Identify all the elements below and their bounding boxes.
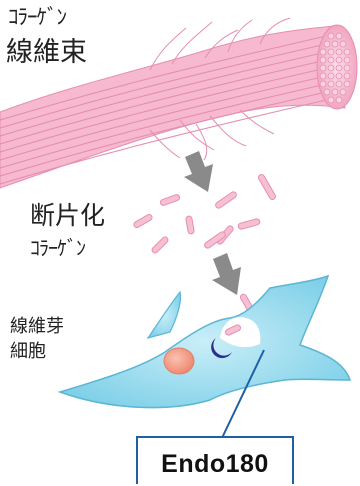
down-arrow-1 <box>184 151 213 192</box>
collagen-bundle-label-line1: ｺﾗｰｹﾞﾝ <box>8 7 66 28</box>
fibroblast-label-line2: 細胞 <box>10 343 46 361</box>
fragmented-collagen-label-line2: ｺﾗｰｹﾞﾝ <box>30 238 85 258</box>
endo180-callout-box: Endo180 <box>136 436 294 484</box>
fibroblast-cell <box>60 276 350 408</box>
endo180-label: Endo180 <box>138 450 292 479</box>
collagen-bundle-label-line2: 線維束 <box>6 39 87 66</box>
fibroblast-label-line1: 線維芽 <box>10 318 64 336</box>
collagen-fragments <box>133 173 277 317</box>
fragmented-collagen-label-line1: 断片化 <box>30 203 105 228</box>
nucleus <box>164 348 194 374</box>
down-arrow-2 <box>212 253 241 295</box>
